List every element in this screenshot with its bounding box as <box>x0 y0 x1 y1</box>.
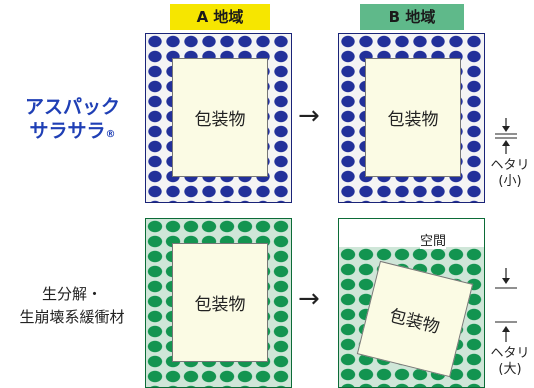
settle-small-line1: ヘタリ <box>490 158 530 173</box>
settle-small-indicator <box>495 118 517 154</box>
package-aspac-b: 包装物 <box>365 58 461 177</box>
region-b-header: B 地域 <box>360 4 464 30</box>
aspac-region-a-box: 包装物 <box>145 33 292 203</box>
bio-label-line2: 生崩壊系緩衝材 <box>19 307 125 326</box>
arrow-aspac: → <box>298 101 320 131</box>
aspac-label-line2: サラサラ® <box>10 120 135 144</box>
package-label: 包装物 <box>194 295 246 315</box>
registered-mark: ® <box>105 128 116 140</box>
package-label: 包装物 <box>387 305 442 338</box>
aspac-label-name: サラサラ <box>29 119 106 142</box>
settle-small-label: ヘタリ (小) <box>486 158 534 191</box>
gap-label: 空間 <box>420 230 447 249</box>
package-aspac-a: 包装物 <box>172 58 268 177</box>
package-bio-a: 包装物 <box>172 243 268 362</box>
bio-region-a-box: 包装物 <box>145 218 292 388</box>
bio-label: 生分解・ 生崩壊系緩衝材 <box>2 283 142 328</box>
settle-large-line1: ヘタリ <box>490 346 530 361</box>
region-a-header: A 地域 <box>170 4 270 30</box>
package-label: 包装物 <box>387 110 439 130</box>
settle-large-indicator <box>495 268 517 342</box>
aspac-label-line1: アスパック <box>24 96 120 118</box>
settle-large-label: ヘタリ (大) <box>486 346 534 379</box>
settle-large-line2: (大) <box>498 362 522 378</box>
arrow-bio: → <box>298 284 320 314</box>
bio-label-line1: 生分解・ <box>41 285 102 303</box>
aspac-region-b-box: 包装物 <box>338 33 485 203</box>
settle-small-line2: (小) <box>498 174 522 190</box>
package-label: 包装物 <box>194 110 246 130</box>
bio-region-b-box: 包装物 <box>338 218 485 388</box>
aspac-label: アスパック サラサラ® <box>10 96 135 144</box>
